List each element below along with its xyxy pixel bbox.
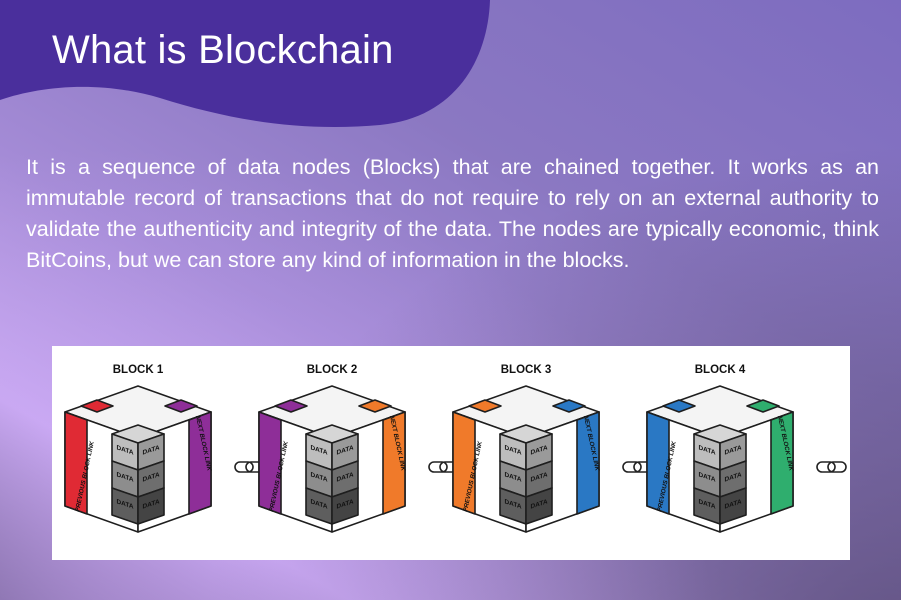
next-link-top-tile: [358, 399, 392, 413]
next-block-link-strip: [770, 411, 794, 515]
next-block-link-strip: [576, 411, 600, 515]
block-label: BLOCK 3: [501, 364, 551, 376]
prev-block-link-strip: [646, 411, 670, 515]
prev-link-top-tile: [80, 399, 114, 413]
data-cube-right-face: [137, 487, 165, 525]
block-label: BLOCK 2: [307, 364, 357, 376]
prev-link-top-tile: [468, 399, 502, 413]
data-cube-right-face: [331, 487, 359, 525]
data-cube-right-face: [525, 487, 553, 525]
chain-link-left: [428, 461, 448, 473]
prev-link-top-tile: [274, 399, 308, 413]
chain-link-left: [234, 461, 254, 473]
chain-link-left: [622, 461, 642, 473]
next-link-top-tile: [552, 399, 586, 413]
next-block-link-strip: [382, 411, 406, 515]
block-label: BLOCK 4: [695, 364, 746, 376]
block-label: BLOCK 1: [113, 364, 164, 376]
chain-link-left: [816, 461, 836, 473]
data-cube-right-face: [719, 487, 747, 525]
chain-link-icon: [816, 461, 847, 473]
title-banner-shape: [0, 0, 490, 127]
prev-block-link-strip: [258, 411, 282, 515]
prev-block-link-strip: [64, 411, 88, 515]
next-block-link-strip: [188, 411, 212, 515]
description-text: It is a sequence of data nodes (Blocks) …: [26, 155, 879, 272]
next-link-top-tile: [746, 399, 780, 413]
page-title: What is Blockchain: [52, 28, 394, 72]
title-banner: [0, 0, 490, 127]
next-link-top-tile: [164, 399, 198, 413]
prev-link-top-tile: [662, 399, 696, 413]
chain-link-right: [827, 461, 847, 473]
prev-block-link-strip: [452, 411, 476, 515]
